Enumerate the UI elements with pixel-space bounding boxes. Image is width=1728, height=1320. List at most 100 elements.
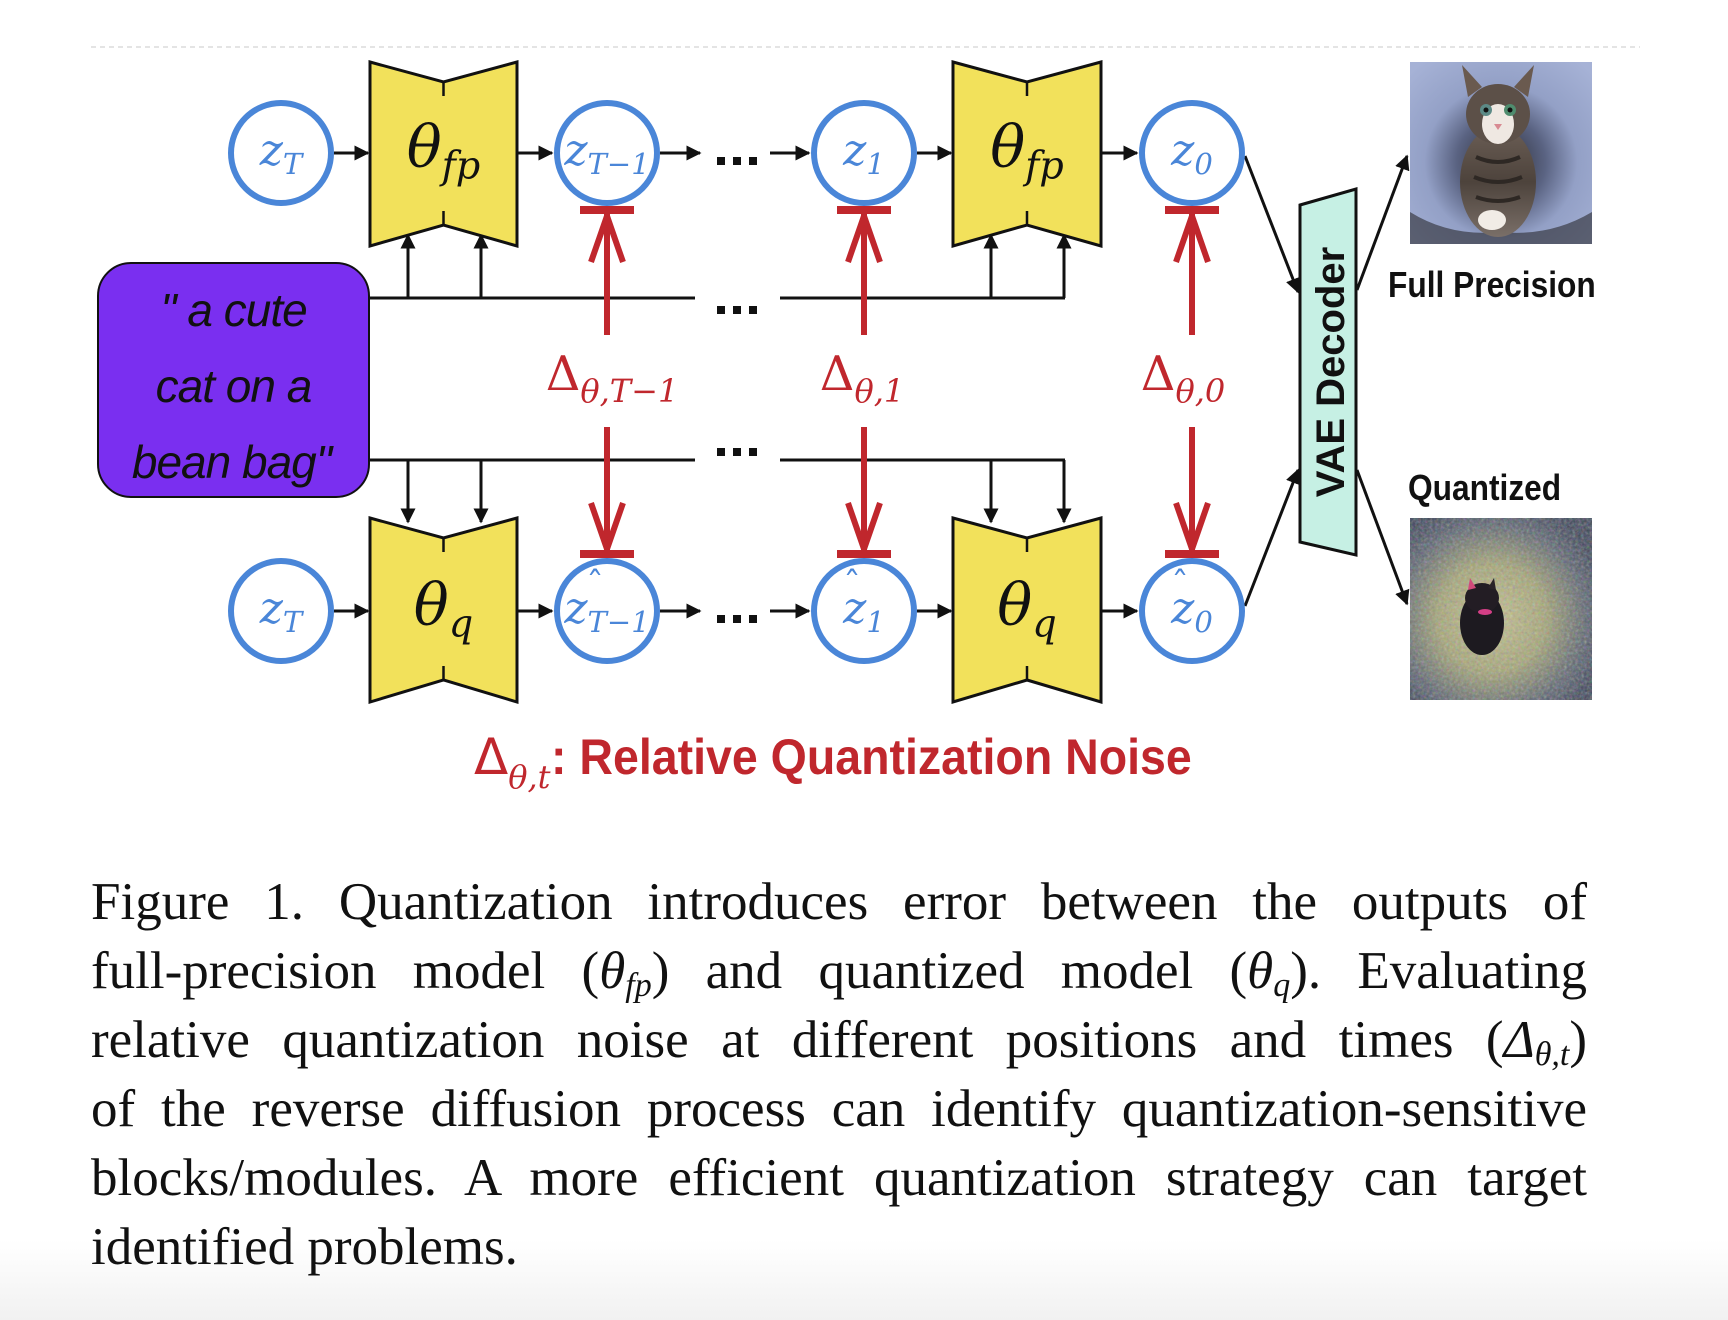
bottom-condition-ellipsis — [733, 448, 741, 456]
quantized-image — [1410, 518, 1592, 700]
node-label-hat: zT−1ˆ — [563, 565, 649, 639]
label-subscript: 1 — [866, 605, 884, 639]
caption-math-subscript: θ,t — [1534, 1036, 1570, 1073]
bottom-ellipsis — [749, 615, 757, 623]
latent-node-q — [554, 558, 660, 664]
caption-line: identified problems. — [91, 1218, 518, 1276]
node-label: z0 — [1170, 125, 1213, 181]
node-label: z1 — [842, 125, 885, 181]
noise-delta: Δ — [820, 346, 855, 402]
bottom-condition-ellipsis — [717, 448, 725, 456]
noise-arrowhead-down — [1173, 502, 1211, 559]
noise-bar-bottom — [837, 550, 891, 558]
node-label-hat-text: z1 — [842, 583, 885, 639]
label-subscript: 0 — [1194, 147, 1212, 181]
prompt-line: " a cute — [160, 284, 307, 336]
legend-subscript: θ,t — [508, 758, 551, 796]
label-base: z — [1170, 125, 1195, 176]
label-base: θ — [414, 571, 449, 639]
caption-math: Δθ,t — [1503, 1011, 1570, 1073]
connector-lines — [334, 145, 1410, 619]
fp-model-label-text: θfp — [990, 113, 1064, 189]
fp-model-label: θfp — [407, 113, 481, 189]
caption-line: relative quantization noise at different… — [91, 1011, 1587, 1073]
legend-text: : Relative Quantization Noise — [550, 729, 1192, 785]
label-subscript: fp — [439, 144, 481, 189]
fp-model-label: θfp — [990, 113, 1064, 189]
bottom-ellipsis — [733, 615, 741, 623]
label-subscript: 1 — [866, 147, 884, 181]
top-ellipsis — [749, 157, 757, 165]
top-condition-ellipsis — [733, 306, 741, 314]
label-subscript: T−1 — [588, 147, 650, 181]
node-label: zT — [259, 125, 305, 181]
label-base: z — [842, 583, 867, 634]
label-subscript: fp — [1022, 144, 1064, 189]
cat-on-bean-bag-image — [1410, 62, 1592, 244]
full-precision-image — [1410, 62, 1592, 244]
caption-math-subscript: fp — [625, 967, 652, 1004]
noise-subscript: θ,T−1 — [580, 372, 678, 410]
label-base: z — [563, 125, 588, 176]
legend-delta-symbol: Δ — [474, 728, 509, 786]
noise-label: Δθ,1 — [820, 346, 904, 410]
label-base: θ — [407, 113, 442, 181]
text-prompt-box: " a cute cat on a bean bag" — [97, 262, 370, 498]
node-label-text: z1 — [842, 125, 885, 181]
latent-node-q — [811, 558, 917, 664]
bottom-condition-ellipsis — [749, 448, 757, 456]
hat-accent: ˆ — [843, 565, 861, 606]
decoder-to-fp-image-arrow — [1355, 154, 1410, 291]
noise-arrowhead-up — [845, 206, 883, 263]
noise-label: Δθ,T−1 — [546, 346, 679, 410]
q-model-label-text: θq — [997, 571, 1056, 647]
node-label-text: zT−1 — [563, 125, 649, 181]
node-label-hat-text: z0 — [1170, 583, 1213, 639]
latent-node-fp — [811, 100, 917, 206]
top-condition-ellipsis — [717, 306, 725, 314]
bottom-ellipsis — [717, 615, 725, 623]
vae-decoder-label: VAE Decoder — [1309, 247, 1353, 497]
noise-arrows — [580, 206, 1219, 559]
label-subscript: T−1 — [588, 605, 650, 639]
z0-to-decoder-arrow — [1243, 155, 1301, 294]
label-base: θ — [990, 113, 1025, 181]
fp-model-label-text: θfp — [407, 113, 481, 189]
caption-math: θfp — [599, 942, 652, 1004]
latent-node-fp — [1139, 100, 1245, 206]
label-subscript: q — [1032, 602, 1057, 647]
label-subscript: q — [449, 602, 474, 647]
top-condition-ellipsis — [749, 306, 757, 314]
noise-legend: Δθ,t: Relative Quantization Noise — [474, 728, 1240, 796]
vae-decoder-block — [1298, 187, 1358, 557]
decoder-to-q-image-arrow — [1355, 469, 1410, 606]
caption-line: of the reverse diffusion process can ide… — [91, 1080, 1587, 1138]
top-ellipsis — [733, 157, 741, 165]
noise-arrowhead-up — [1173, 206, 1211, 263]
z0hat-to-decoder-arrow — [1243, 468, 1301, 607]
latent-node-fp — [554, 100, 660, 206]
label-subscript: T — [283, 605, 305, 639]
caption-math: θq — [1247, 942, 1291, 1004]
noise-subscript: θ,1 — [854, 372, 904, 410]
node-label-hat-text: zT−1 — [563, 583, 649, 639]
node-label: zT−1 — [563, 125, 649, 181]
noise-arrowhead-down — [845, 502, 883, 559]
noise-subscript: θ,0 — [1175, 372, 1225, 410]
quantized-label: Quantized — [1408, 467, 1562, 508]
noise-delta: Δ — [1141, 346, 1176, 402]
label-base: z — [563, 583, 588, 634]
noise-arrowhead-down — [588, 502, 626, 559]
latent-node-q — [1139, 558, 1245, 664]
prompt-line: bean bag" — [131, 436, 332, 488]
latent-node-fp — [228, 100, 334, 206]
prompt-line: cat on a — [155, 360, 313, 412]
label-base: z — [842, 125, 867, 176]
label-subscript: 0 — [1194, 605, 1212, 639]
label-base: z — [259, 583, 284, 634]
node-label-hat: zT — [259, 583, 305, 639]
q-model-label-text: θq — [414, 571, 473, 647]
